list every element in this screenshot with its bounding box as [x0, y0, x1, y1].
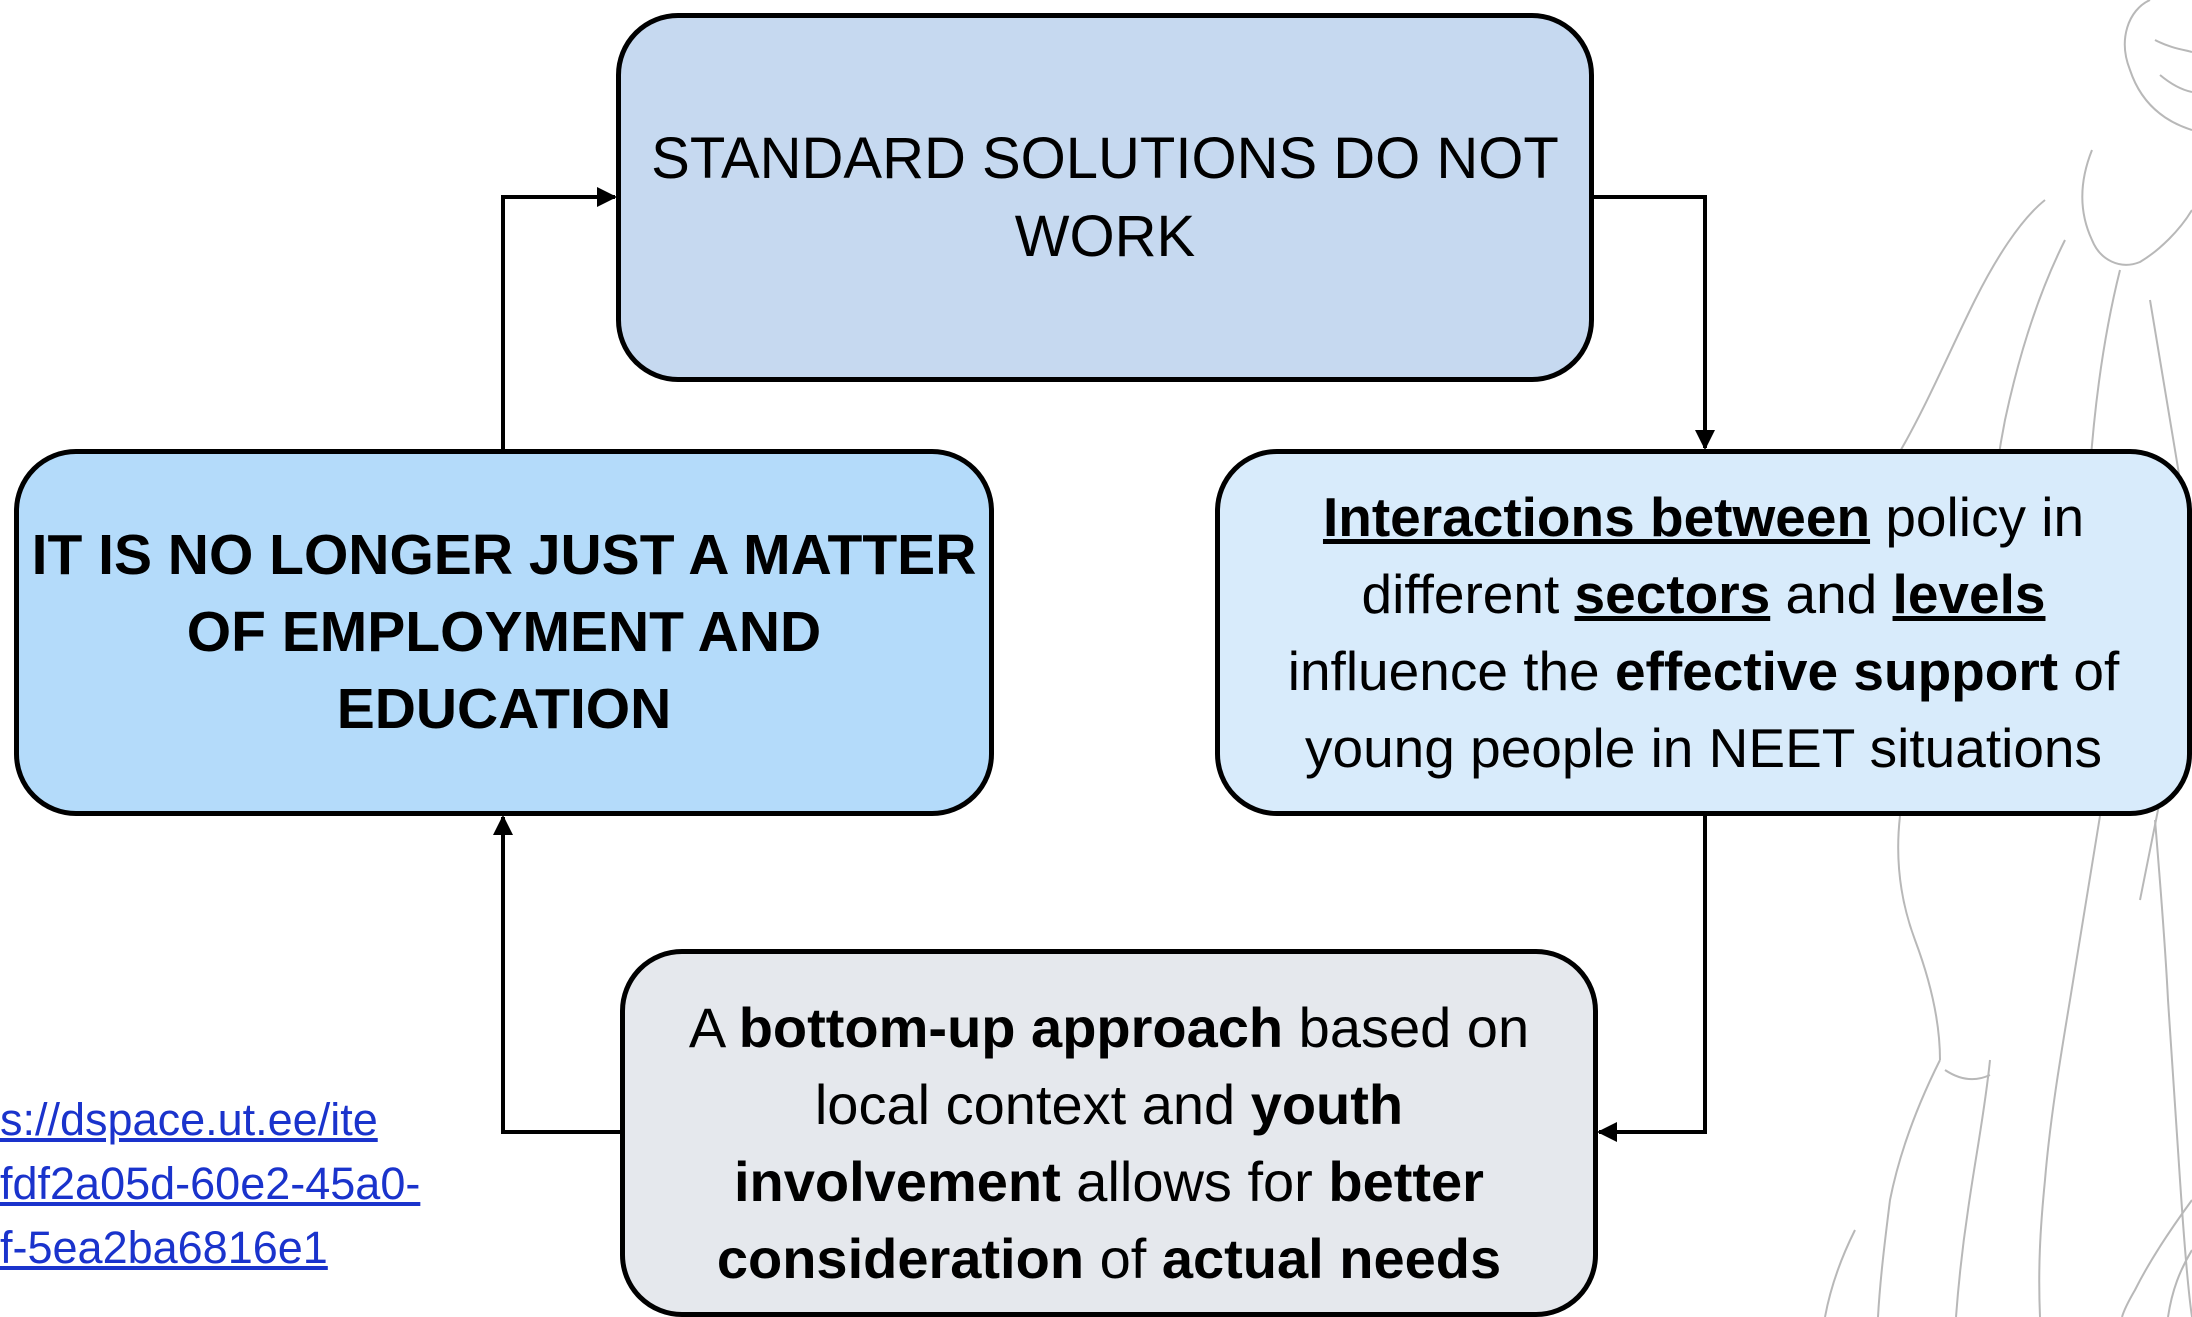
- local-context-text: local context and: [814, 1073, 1251, 1136]
- levels-text: levels: [1892, 562, 2046, 625]
- arrow-left-to-top: [501, 187, 617, 449]
- source-link-line1[interactable]: s://dspace.ut.ee/ite: [0, 1094, 378, 1145]
- standard-solutions-box: STANDARD SOLUTIONS DO NOT WORK: [616, 13, 1594, 382]
- policy-in-text: policy in: [1870, 485, 2085, 548]
- source-link-line3[interactable]: f-5ea2ba6816e1: [0, 1222, 328, 1273]
- source-link[interactable]: s://dspace.ut.ee/ite fdf2a05d-60e2-45a0-…: [0, 1088, 460, 1280]
- of-text: of: [2058, 639, 2120, 702]
- youth-text: youth: [1250, 1073, 1404, 1136]
- sectors-text: sectors: [1574, 562, 1771, 625]
- young-people-text: young people in NEET situations: [1305, 716, 2102, 779]
- arrow-bottom-to-left: [493, 815, 620, 1134]
- left-box-line1: IT IS NO LONGER JUST A MATTER: [31, 523, 977, 587]
- of-connector-text: of: [1084, 1227, 1162, 1290]
- arrow-top-to-right: [1594, 195, 1715, 450]
- left-box-line2: OF EMPLOYMENT AND: [186, 600, 822, 664]
- allows-for-text: allows for: [1060, 1150, 1329, 1213]
- and-text: and: [1770, 562, 1893, 625]
- a-text: A: [688, 996, 739, 1059]
- interactions-box: Interactions between policy in different…: [1215, 449, 2192, 816]
- bottom-up-approach-box: A bottom-up approach based on local cont…: [620, 949, 1598, 1317]
- influence-the-text: influence the: [1287, 639, 1615, 702]
- different-text: different: [1361, 562, 1575, 625]
- arrow-right-to-bottom: [1597, 816, 1707, 1142]
- employment-education-box: IT IS NO LONGER JUST A MATTER OF EMPLOYM…: [14, 449, 994, 816]
- involvement-text: involvement: [733, 1150, 1061, 1213]
- actual-needs-text: actual needs: [1161, 1227, 1502, 1290]
- left-box-line3: EDUCATION: [336, 677, 672, 741]
- based-on-text: based on: [1283, 996, 1530, 1059]
- top-box-line2: WORK: [1014, 203, 1196, 269]
- top-box-line1: STANDARD SOLUTIONS DO NOT: [651, 125, 1559, 191]
- consideration-text: consideration: [716, 1227, 1085, 1290]
- effective-support-text: effective support: [1614, 639, 2059, 702]
- source-link-line2[interactable]: fdf2a05d-60e2-45a0-: [0, 1158, 421, 1209]
- better-text: better: [1328, 1150, 1484, 1213]
- bottom-up-approach-text: bottom-up approach: [738, 996, 1284, 1059]
- interactions-between-text: Interactions between: [1322, 485, 1871, 548]
